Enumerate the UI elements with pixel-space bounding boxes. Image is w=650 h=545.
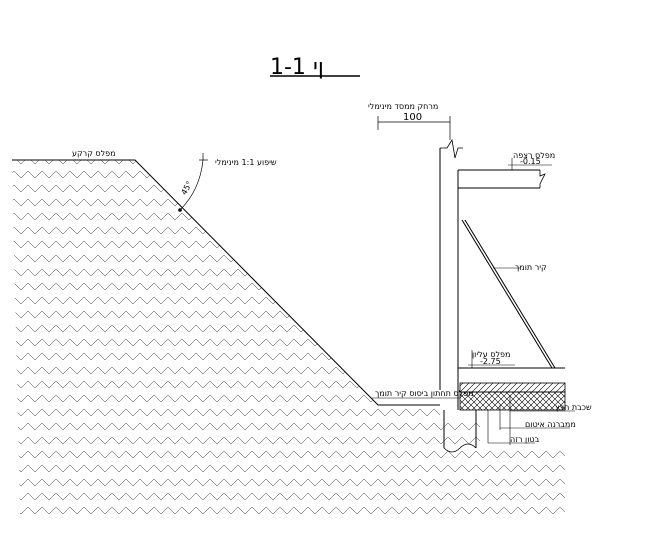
layer2-label: ממברנה איטום	[525, 420, 576, 429]
foundation-layers	[457, 368, 566, 411]
floor-level-label: מפלס רצפה	[513, 151, 555, 160]
wall-label: קיר תומך	[515, 263, 547, 272]
layer3-label: בטון רזה	[510, 435, 540, 444]
slope-label: שיפוע 1:1 מינימלי	[215, 158, 277, 167]
angle-arc	[179, 159, 204, 211]
angle-point	[178, 208, 182, 212]
drawing-title: 1-1 ןי	[270, 55, 360, 80]
floor-level-value: -0.15	[520, 157, 541, 166]
retaining-wall	[439, 138, 565, 390]
ground-label: מפלס קרקע	[72, 149, 116, 158]
bottom-level-label: מפלס תחתון ביסוס קיר תומך	[375, 389, 474, 398]
pile	[443, 410, 477, 453]
top-level-value: -2.75	[480, 357, 501, 366]
layer1-label: שכבת חצץ	[555, 403, 592, 412]
dimension-100: מרחק ממסד מינימלי 100	[368, 102, 451, 140]
dim-text: מרחק ממסד מינימלי	[368, 102, 438, 111]
dim-value: 100	[403, 112, 422, 123]
top-level-label: מפלס עליון	[472, 350, 510, 359]
soil-mass	[12, 160, 565, 515]
ground-line	[12, 159, 440, 406]
